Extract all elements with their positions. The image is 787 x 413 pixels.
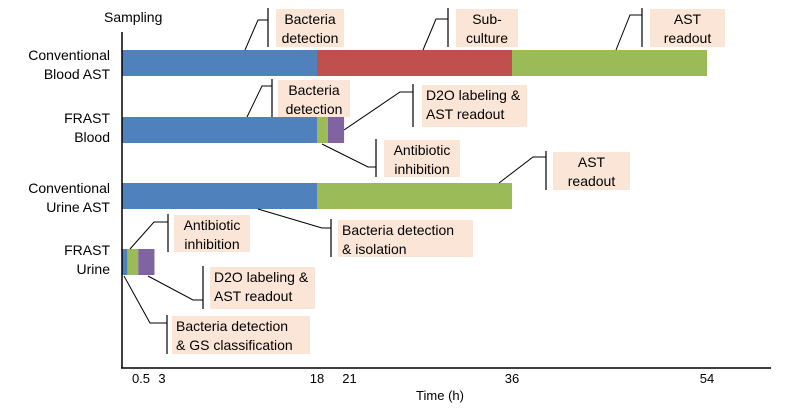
callout: D2O labeling &AST readout — [147, 266, 315, 309]
bar-segment — [122, 183, 317, 209]
callout-box — [210, 267, 315, 309]
x-tick-labels: 0.5 3 18 21 36 54 — [132, 371, 714, 386]
x-tick-label: 18 — [310, 371, 324, 386]
callout-leader — [615, 14, 642, 51]
bar-segment — [512, 50, 707, 76]
callout: D2O labeling &AST readout — [343, 84, 527, 131]
callout-box — [422, 85, 527, 127]
callout-text: D2O labeling &AST readout — [214, 269, 309, 304]
bar-segment — [317, 117, 328, 143]
callout-leader — [147, 275, 203, 301]
x-tick-label: 0.5 — [132, 371, 150, 386]
callout: Bacteria detection& GS classification — [123, 275, 310, 354]
callout-text: Sub-culture — [466, 11, 508, 46]
callout: Bacteria detection& isolation — [257, 208, 473, 257]
bar-segment — [317, 50, 512, 76]
sampling-label: Sampling — [104, 9, 162, 25]
callout-box — [338, 220, 473, 257]
bar-segment — [122, 249, 128, 275]
x-tick-label: 54 — [700, 371, 714, 386]
callout-leader — [123, 275, 167, 324]
x-tick-label: 21 — [342, 371, 356, 386]
bar-segment — [127, 249, 139, 275]
callout-text: Bacteria detection& GS classification — [176, 318, 293, 353]
callout-leader — [422, 18, 448, 51]
callout-box — [278, 80, 350, 117]
callout-leader — [244, 19, 268, 51]
callout-leader — [257, 208, 331, 229]
bar-segment — [327, 117, 345, 143]
bars-layer — [122, 50, 707, 275]
x-tick-label: 3 — [158, 371, 165, 386]
callout-box — [553, 152, 630, 190]
callout-box — [456, 9, 518, 47]
callout-box — [174, 215, 250, 252]
callout-box — [650, 9, 725, 47]
bar-segment — [122, 117, 317, 143]
callout-leader — [321, 143, 376, 168]
callout-text: Bacteria detection& isolation — [342, 222, 454, 257]
callout-box — [276, 9, 344, 47]
callout-leader — [246, 85, 272, 118]
x-tick-label: 36 — [505, 371, 519, 386]
bar-segment — [138, 249, 155, 275]
callout-leader — [498, 156, 546, 184]
callout-box — [172, 316, 310, 354]
callout-text: D2O labeling &AST readout — [426, 87, 521, 122]
axes-layer: Sampling Time (h) — [104, 9, 771, 403]
bar-segment — [317, 183, 512, 209]
x-axis-title: Time (h) — [416, 388, 464, 403]
callout: Sub-culture — [422, 8, 518, 51]
callout-leader — [129, 221, 168, 250]
callout-box — [384, 140, 460, 177]
bar-segment — [122, 50, 317, 76]
callout-leader — [343, 91, 413, 131]
